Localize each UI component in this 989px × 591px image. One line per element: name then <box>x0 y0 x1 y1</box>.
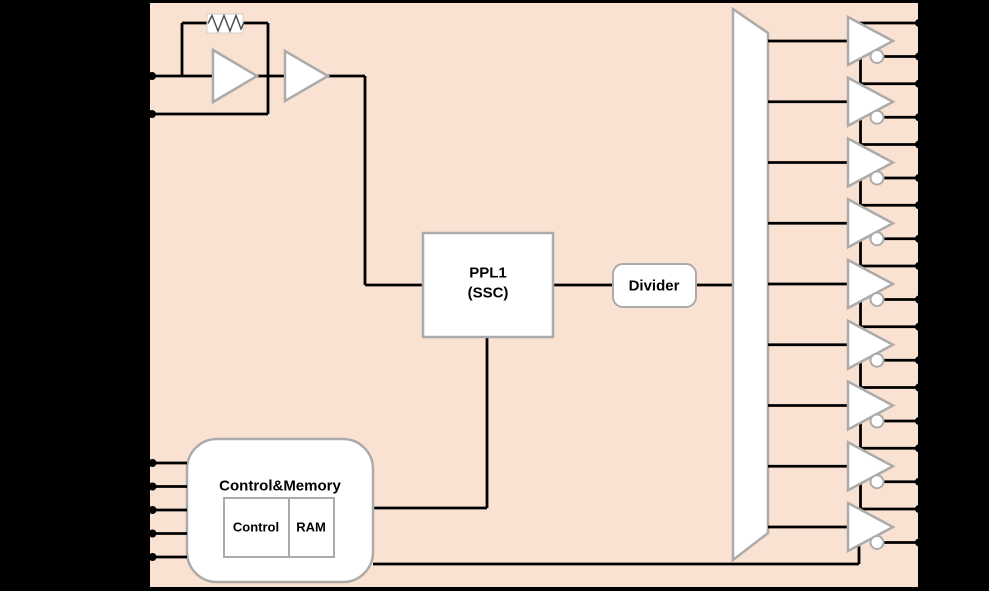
output-pin-dot <box>915 383 923 392</box>
output-pin-dot <box>915 262 923 270</box>
output-pin-dot <box>915 174 923 182</box>
control-pin-dot <box>148 482 157 491</box>
divider-label: Divider <box>628 277 680 295</box>
control-memory-title: Control&Memory <box>219 477 341 495</box>
output-pin-dot <box>915 234 923 243</box>
pll-label: PPL1 (SSC) <box>468 264 509 303</box>
oscillator-section <box>150 21 423 287</box>
fanout-mux-icon <box>731 6 770 563</box>
pll-label-line2: (SSC) <box>467 284 509 301</box>
output-pin-dot <box>915 505 923 513</box>
control-pin-dot <box>148 529 157 538</box>
resistor-zigzag-icon <box>207 13 245 33</box>
output-pin-dot <box>915 444 923 453</box>
inverter-bubble-icon <box>869 352 885 368</box>
ram-sub-block <box>288 497 335 558</box>
output-pin-dot <box>915 477 923 486</box>
inverter-bubble-icon <box>869 535 885 550</box>
amplifier-icon <box>283 48 331 104</box>
output-pin-dot <box>915 356 923 365</box>
inverter-bubble-icon <box>869 170 885 186</box>
ram-label: RAM <box>296 519 326 535</box>
output-pin-dot <box>915 79 923 88</box>
output-pin-dot <box>915 113 923 122</box>
inverter-bubble-icon <box>869 49 885 64</box>
output-pin-dot <box>915 538 923 547</box>
xtal-pin2-dot <box>148 110 156 118</box>
output-pin-dot <box>915 19 923 27</box>
output-pin-dot <box>915 52 923 61</box>
generated-layer <box>148 14 923 561</box>
pll-block <box>421 231 555 339</box>
control-pin-dot <box>148 506 157 514</box>
amplifier-icon <box>211 47 260 105</box>
output-pin-dot <box>915 140 923 149</box>
control-pin-dot <box>148 553 157 561</box>
output-pin-dot <box>915 322 923 331</box>
inverter-bubble-icon <box>869 231 885 247</box>
inverter-bubble-icon <box>869 109 885 125</box>
pll-label-line1: PPL1 <box>469 264 507 282</box>
output-pin-dot <box>915 201 923 210</box>
xtal-pin1-dot <box>148 72 156 80</box>
inverter-bubble-icon <box>869 292 885 307</box>
output-pin-dot <box>915 417 923 425</box>
inverter-bubble-icon <box>869 413 885 429</box>
control-pin-dot <box>148 459 157 467</box>
inverter-bubble-icon <box>869 474 885 490</box>
control-label: Control <box>232 519 280 535</box>
divider-block <box>612 263 697 308</box>
output-pin-dot <box>915 295 923 304</box>
